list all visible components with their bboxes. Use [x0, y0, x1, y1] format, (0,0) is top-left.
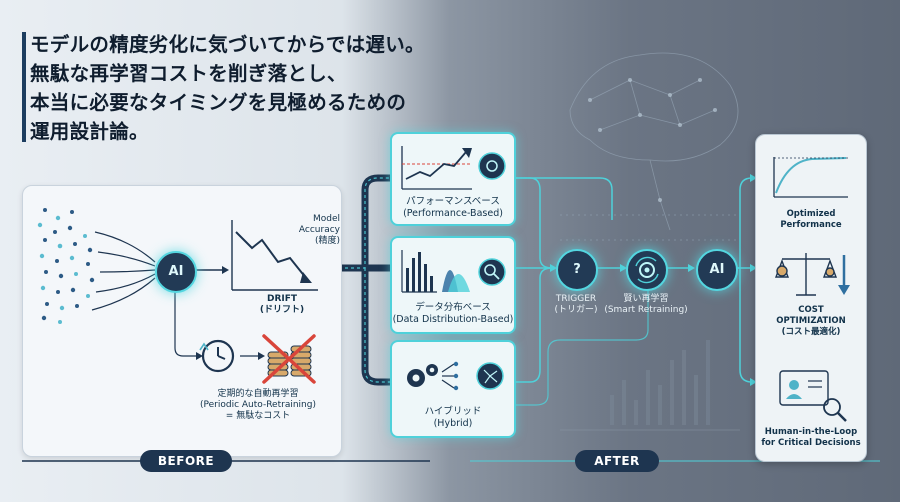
strategy-card-distribution: データ分布ベース (Data Distribution-Based) [390, 236, 516, 334]
outcome-icons [773, 157, 850, 422]
background-bars-graphic [610, 340, 710, 425]
trigger-icon: ? [573, 262, 581, 277]
strategy-distribution-en: (Data Distribution-Based) [392, 314, 514, 325]
performance-curve-icon [773, 157, 848, 198]
headline-accent-bar [22, 32, 26, 142]
before-ai-node: AI [155, 251, 197, 293]
outcomes-panel: Optimized Performance COST OPTIMIZATION … [755, 134, 867, 462]
periodic-label-en: (Periodic Auto-Retraining) [200, 400, 316, 410]
outcome-performance-line1: Optimized [786, 209, 836, 219]
headline: モデルの精度劣化に気づいてからでは遅い。 無駄な再学習コストを削ぎ落とし、 本当… [30, 30, 450, 146]
distribution-chart-icon [401, 250, 506, 293]
smart-label-en: (Smart Retraining) [604, 305, 688, 315]
before-pill: BEFORE [140, 450, 232, 472]
hybrid-icon [407, 361, 504, 391]
headline-line-4: 運用設計論。 [30, 120, 149, 143]
after-pill: AFTER [575, 450, 659, 472]
smart-retraining-node [626, 249, 668, 291]
smart-label-jp: 賢い再学習 [623, 294, 669, 304]
outcome-performance-line2: Performance [780, 220, 842, 230]
balance-scale-icon [774, 253, 838, 296]
trigger-node: ? [556, 249, 598, 291]
headline-line-3: 本当に必要なタイミングを見極めるための [30, 91, 407, 114]
accuracy-label-en: Model Accuracy [298, 214, 340, 235]
outcome-cost-line1: COST [798, 305, 824, 315]
outcome-cost-label: COST OPTIMIZATION (コスト最適化) [756, 305, 866, 338]
branch-pipes [341, 174, 394, 386]
outcome-human-line2: for Critical Decisions [761, 438, 861, 448]
periodic-retraining-label: 定期的な自動再学習 (Periodic Auto-Retraining) = 無… [188, 389, 328, 422]
headline-line-1: モデルの精度劣化に気づいてからでは遅い。 [30, 33, 425, 56]
refresh-gear-icon [635, 256, 659, 284]
outcome-cost-line3: (コスト最適化) [781, 327, 841, 337]
strategy-card-hybrid-text: ハイブリッド (Hybrid) [392, 406, 514, 430]
trigger-label-jp: (トリガー) [554, 305, 598, 315]
periodic-label-cost: = 無駄なコスト [225, 411, 291, 421]
performance-chart-icon [401, 146, 506, 190]
headline-line-2: 無駄な再学習コストを削ぎ落とし、 [30, 62, 347, 85]
gears-icon [407, 364, 438, 387]
trigger-label-en: TRIGGER [555, 294, 597, 304]
outcome-human-line1: Human-in-the-Loop [764, 427, 858, 437]
drift-label: DRIFT (ドリフト) [252, 294, 312, 316]
strategy-card-hybrid: ハイブリッド (Hybrid) [390, 340, 516, 438]
strategy-hybrid-en: (Hybrid) [433, 418, 473, 429]
after-ai-node: AI [696, 249, 738, 291]
strategy-card-performance-text: パフォーマンスベース (Performance-Based) [392, 196, 514, 220]
trigger-label: TRIGGER (トリガー) [541, 294, 611, 316]
before-ai-label: AI [168, 264, 184, 279]
drift-label-jp: (ドリフト) [259, 305, 305, 315]
periodic-label-jp: 定期的な自動再学習 [217, 389, 299, 399]
outcome-cost-line2: OPTIMIZATION [776, 316, 846, 326]
smart-retraining-label: 賢い再学習 (Smart Retraining) [600, 294, 692, 316]
accuracy-label-jp: (精度) [314, 236, 340, 246]
outcome-performance-label: Optimized Performance [756, 209, 866, 231]
drift-label-en: DRIFT [266, 294, 298, 304]
strategy-card-performance: パフォーマンスベース (Performance-Based) [390, 132, 516, 226]
outcome-human-label: Human-in-the-Loop for Critical Decisions [756, 427, 866, 449]
brain-network-graphic [569, 52, 739, 231]
accuracy-label: Model Accuracy (精度) [262, 214, 340, 247]
human-review-icon [779, 370, 847, 422]
strategy-distribution-jp: データ分布ベース [415, 302, 491, 313]
strategy-performance-en: (Performance-Based) [403, 208, 503, 219]
down-arrow-icon [838, 255, 850, 295]
after-ai-label: AI [709, 262, 725, 277]
strategy-hybrid-jp: ハイブリッド [424, 406, 482, 417]
strategy-performance-jp: パフォーマンスベース [406, 196, 500, 207]
strategy-card-distribution-text: データ分布ベース (Data Distribution-Based) [392, 302, 514, 326]
